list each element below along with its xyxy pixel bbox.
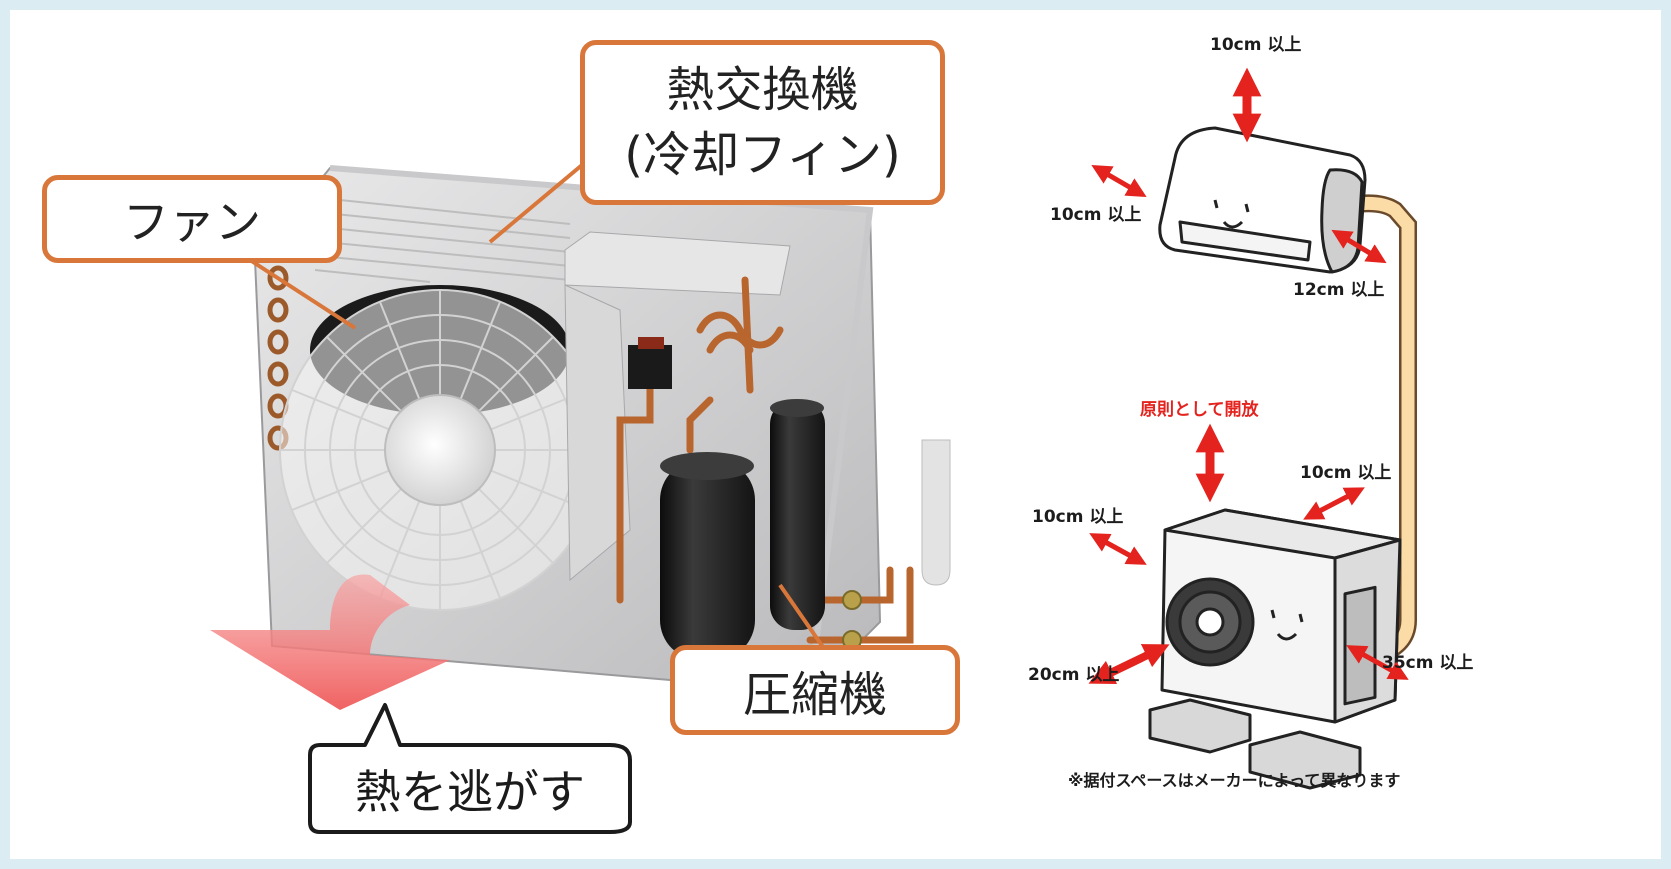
installation-clearance-diagram — [1088, 67, 1417, 790]
installation-space-note: ※据付スペースはメーカーによって異なります — [1068, 771, 1401, 790]
clearance-arrows — [1088, 67, 1409, 684]
cooling-fin-label: (冷却フィン) — [624, 126, 901, 183]
compressor-callout: 圧縮機 — [670, 645, 960, 735]
heat-exchanger-label: 熱交換機 — [666, 61, 859, 118]
outdoor-top-clearance: 原則として開放 — [1140, 400, 1259, 420]
fan-callout: ファン — [42, 175, 342, 263]
indoor-unit-icon — [1158, 126, 1367, 274]
indoor-top-clearance: 10cm 以上 — [1210, 35, 1302, 55]
partition-panel — [564, 231, 791, 582]
outdoor-left-clearance: 10cm 以上 — [1032, 507, 1124, 527]
diagram-canvas: 熱交換機 (冷却フィン) ファン 圧縮機 熱を逃がす — [10, 10, 1661, 859]
heat-exchanger-callout: 熱交換機 (冷却フィン) — [580, 40, 945, 205]
outdoor-unit-icon — [1148, 508, 1402, 790]
service-valves — [842, 590, 862, 650]
heat-release-arrow — [210, 574, 450, 710]
reactor-component — [628, 337, 672, 389]
coil-ends — [267, 265, 289, 451]
release-heat-label: 熱を逃がす — [355, 764, 585, 819]
indoor-right-clearance: 12cm 以上 — [1293, 280, 1385, 300]
compressor-cylinders — [660, 399, 825, 660]
outdoor-back-clearance: 10cm 以上 — [1300, 463, 1392, 483]
outdoor-right-clearance: 35cm 以上 — [1382, 653, 1474, 673]
outdoor-front-clearance: 20cm 以上 — [1028, 665, 1120, 685]
fan-hub — [384, 394, 496, 506]
leader-lines — [248, 158, 827, 652]
release-heat-text-box: 熱を逃がす — [310, 745, 630, 832]
copper-pipes — [616, 276, 914, 644]
indoor-left-clearance: 10cm 以上 — [1050, 205, 1142, 225]
outdoor-unit-cutaway-illustration — [210, 158, 951, 834]
speech-bubble-outline — [308, 703, 632, 834]
insulated-pipe — [921, 439, 951, 586]
compressor-label: 圧縮機 — [742, 667, 887, 723]
heat-exchanger-fins — [314, 199, 571, 283]
fan-label: ファン — [123, 195, 261, 249]
